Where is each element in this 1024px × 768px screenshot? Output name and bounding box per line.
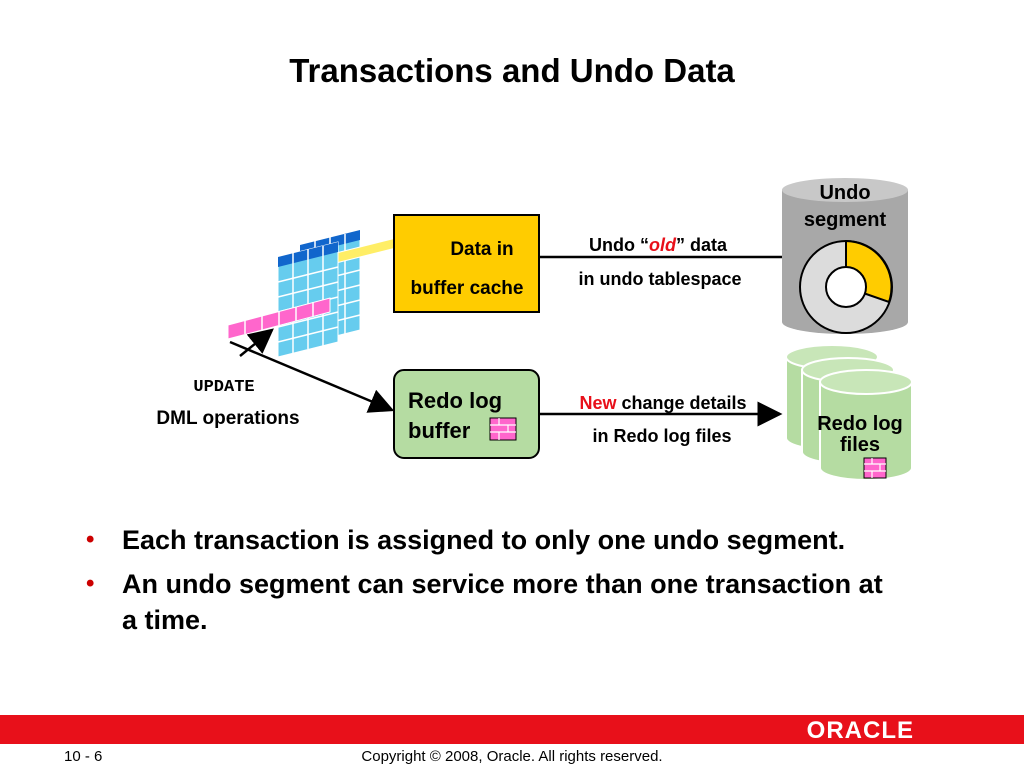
bullet-text: Each transaction is assigned to only one… — [122, 525, 846, 555]
redo-rest: change details — [616, 393, 746, 413]
buffer-cache-line1: Data in — [450, 239, 513, 260]
redo-buffer-line2: buffer — [408, 418, 471, 443]
undo-suffix: ” data — [676, 235, 728, 255]
redo-arrow-line2: in Redo log files — [592, 426, 731, 446]
undo-arrow-line2: in undo tablespace — [578, 269, 741, 289]
bullet-marker: • — [86, 570, 95, 597]
bullet-marker: • — [86, 526, 95, 553]
bullet-list: • Each transaction is assigned to only on… — [80, 522, 900, 646]
undo-old-word: old — [649, 235, 677, 255]
redo-buffer-line1: Redo log — [408, 388, 502, 413]
copyright-text: Copyright © 2008, Oracle. All rights res… — [361, 748, 663, 765]
footer-bar: ORACLE — [0, 715, 1024, 744]
redo-files-line1: Redo log — [817, 413, 903, 435]
redo-new-word: New — [579, 393, 617, 413]
redo-log-files-cylinders — [785, 344, 913, 481]
redo-files-brick-icon — [863, 457, 887, 479]
oracle-logo: ORACLE — [806, 717, 914, 744]
undo-prefix: Undo “ — [589, 235, 649, 255]
slide-title: Transactions and Undo Data — [289, 52, 735, 89]
redo-buffer-brick-icon — [489, 417, 517, 441]
redo-files-line2: files — [840, 434, 880, 456]
redo-arrow-line1: New change details — [579, 393, 746, 413]
page-number: 10 - 6 — [64, 748, 103, 765]
dml-to-table-arrow — [239, 328, 274, 357]
dml-operations-label: DML operations — [156, 408, 299, 429]
buffer-cache-line2: buffer cache — [411, 278, 524, 299]
update-label: UPDATE — [193, 378, 254, 397]
redo-log-buffer-box — [393, 369, 540, 459]
bullet-text: An undo segment can service more than on… — [122, 569, 883, 635]
bullet-item: • Each transaction is assigned to only on… — [80, 522, 900, 558]
undo-segment-cylinder — [782, 178, 908, 334]
undo-diagram: UPDATE DML operations Data in buffer cac… — [156, 178, 913, 481]
undo-arrow-line1: Undo “old” data — [589, 235, 728, 255]
undo-segment-line1: Undo — [819, 182, 870, 204]
dml-to-redo-arrow — [229, 340, 395, 413]
buffer-cache-box — [393, 214, 540, 313]
bullet-item: • An undo segment can service more than o… — [80, 566, 900, 638]
undo-segment-line2: segment — [804, 209, 887, 231]
table-stack — [227, 229, 401, 358]
